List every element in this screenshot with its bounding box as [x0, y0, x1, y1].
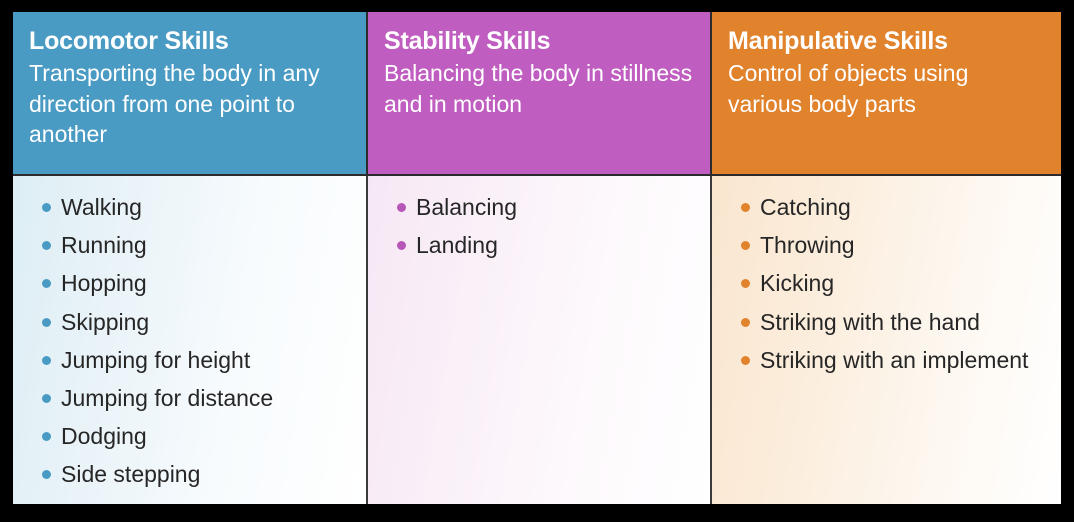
bullet-icon	[42, 279, 51, 289]
list-item-label: Striking with the hand	[760, 308, 980, 335]
list-item-label: Jumping for distance	[61, 384, 274, 411]
bullet-icon	[42, 241, 51, 251]
bullet-icon	[42, 470, 51, 480]
list-item: Hopping	[27, 264, 352, 302]
list-item-label: Hopping	[61, 270, 147, 297]
list-item: Running	[27, 226, 352, 264]
list-item-label: Running	[61, 232, 147, 259]
list-item-label: Balancing	[416, 194, 518, 220]
skills-table: Locomotor Skills Transporting the body i…	[13, 12, 1061, 504]
column-title-manipulative: Manipulative Skills	[728, 27, 948, 55]
list-item: Walking	[27, 188, 352, 226]
list-item-label: Dodging	[61, 423, 147, 450]
list-item: Catching	[726, 188, 1047, 226]
list-item-label: Landing	[416, 232, 498, 259]
list-item: Striking with the hand	[726, 303, 1047, 341]
list-item: Throwing	[726, 226, 1047, 264]
column-description-locomotor: Transporting the body in any direction f…	[29, 60, 320, 148]
list-item: Landing	[382, 226, 696, 264]
list-item-label: Kicking	[760, 270, 835, 297]
list-item: Jumping for distance	[27, 379, 352, 417]
bullet-icon	[42, 203, 51, 212]
list-item: Side stepping	[27, 455, 352, 493]
bullet-icon	[42, 393, 51, 403]
list-item: Jumping for height	[27, 341, 352, 379]
bullet-icon	[42, 355, 51, 365]
list-item-label: Throwing	[760, 232, 855, 259]
column-description-manipulative: Control of objects using various body pa…	[728, 60, 969, 117]
list-item-label: Jumping for height	[61, 346, 251, 373]
bullet-icon	[397, 241, 406, 251]
bullet-icon	[397, 203, 406, 212]
bullet-icon	[42, 317, 51, 327]
column-description-stability: Balancing the body in stillness and in m…	[384, 60, 693, 117]
header-cell-locomotor: Locomotor Skills Transporting the body i…	[13, 12, 366, 174]
list-item-label: Side stepping	[61, 461, 201, 488]
bullet-icon	[42, 432, 51, 442]
bullet-icon	[741, 241, 750, 251]
bullet-icon	[741, 355, 750, 365]
list-item: Dodging	[27, 417, 352, 455]
list-item-label: Skipping	[61, 308, 150, 335]
column-title-stability: Stability Skills	[384, 27, 551, 55]
column-title-locomotor: Locomotor Skills	[29, 27, 229, 55]
list-item: Balancing	[382, 188, 696, 226]
bullet-icon	[741, 317, 750, 327]
list-item-label: Walking	[61, 194, 142, 220]
list-item-label: Striking with an implement	[760, 346, 1029, 373]
list-item: Skipping	[27, 303, 352, 341]
table-header-row: Locomotor Skills Transporting the body i…	[13, 12, 1061, 176]
bullet-icon	[741, 203, 750, 212]
bullet-icon	[741, 279, 750, 289]
list-item: Kicking	[726, 264, 1047, 302]
list-item: Striking with an implement	[726, 341, 1047, 379]
list-item-label: Catching	[760, 194, 851, 220]
header-cell-stability: Stability Skills Balancing the body in s…	[366, 12, 712, 174]
header-cell-manipulative: Manipulative Skills Control of objects u…	[712, 12, 1061, 174]
